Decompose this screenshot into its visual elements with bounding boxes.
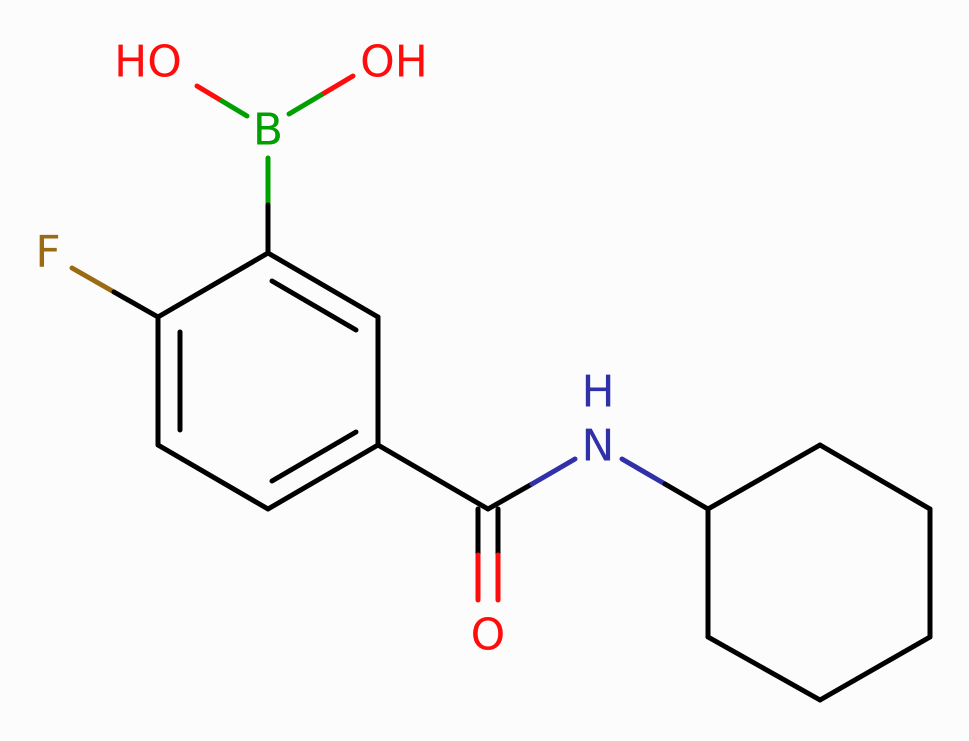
bond-o-right-b-oxygen-part	[318, 73, 356, 98]
atom-label-oh: OH	[360, 37, 428, 88]
bond-n-c-nitrogen-part	[619, 456, 668, 487]
atom-label-fluorine: F	[35, 227, 60, 278]
cyclohexane-bond-4	[817, 634, 933, 703]
atom-label-ho: HO	[114, 37, 182, 88]
boronic-acid-bonds	[194, 73, 356, 256]
cyclohexane-bond-2	[817, 442, 933, 512]
bond-ring-carbonyl	[375, 442, 491, 512]
bond-c-n-carbon-part	[485, 481, 535, 512]
bond-o-left-b-oxygen-part	[194, 83, 225, 104]
ring-bond-3	[265, 442, 381, 512]
bond-c-n-nitrogen-part	[529, 456, 578, 487]
ring-bond-6	[155, 250, 271, 320]
fluorine-bond	[69, 265, 161, 320]
benzene-ring	[155, 250, 381, 512]
atom-label-carbonyl-oxygen: O	[471, 610, 506, 661]
bond-f-c-carbon-part	[111, 289, 161, 320]
cyclohexane-bond-1	[705, 442, 823, 512]
amide-bonds	[375, 442, 711, 603]
bond-o-left-b-boron-part	[219, 98, 250, 119]
ring-double-bond-inner-2	[269, 429, 359, 484]
ring-double-bond-inner-1	[269, 278, 359, 333]
bond-n-c-carbon-part	[662, 481, 711, 512]
cyclohexane-bond-5	[705, 634, 823, 703]
atom-label-nitrogen: N	[582, 421, 615, 472]
bond-o-right-b-boron-part	[286, 92, 324, 117]
atom-label-boron: B	[253, 105, 283, 156]
cyclohexane-ring	[705, 442, 933, 703]
bond-f-c-fluorine-part	[69, 265, 117, 295]
atom-labels: HO OH B F H N O	[35, 37, 614, 661]
atom-label-amide-hydrogen: H	[581, 367, 614, 418]
ring-bond-1	[265, 250, 381, 320]
ring-bond-4	[155, 442, 271, 512]
